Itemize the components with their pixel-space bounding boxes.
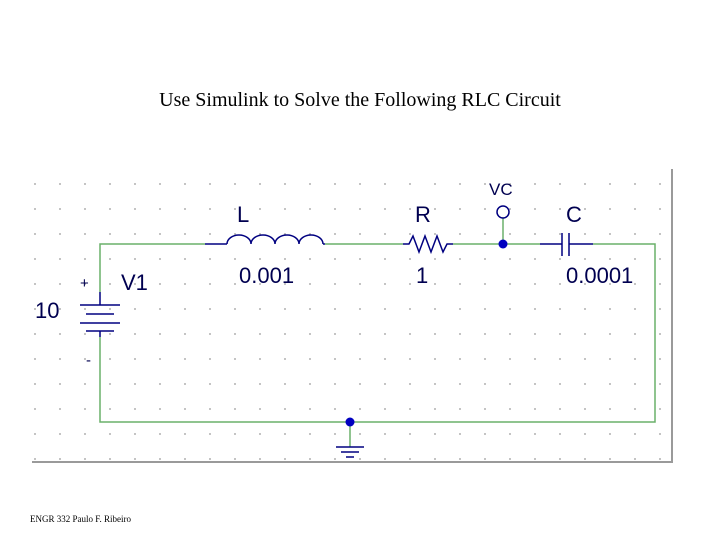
wire-right-bottom [350, 243, 656, 423]
voltage-source-symbol [80, 292, 120, 337]
inductor-value-label: 0.001 [239, 263, 294, 288]
node-vc [498, 239, 508, 249]
ground-symbol [336, 446, 364, 458]
wire-top-left [99, 243, 205, 292]
slide-title: Use Simulink to Solve the Following RLC … [159, 89, 561, 111]
resistor-symbol [403, 233, 453, 255]
capacitor-name-label: C [566, 202, 582, 227]
capacitor-symbol [540, 233, 593, 256]
schematic-canvas [32, 169, 673, 463]
wire-bottom-left [99, 337, 350, 423]
probe-marker [496, 205, 510, 219]
nodes [345, 239, 508, 427]
inductor-symbol [205, 234, 325, 245]
probe-label: VC [489, 180, 513, 199]
inductor-name-label: L [237, 202, 249, 227]
slide-footer: ENGR 332 Paulo F. Ribeiro [30, 514, 132, 524]
source-name-label: V1 [121, 270, 148, 295]
resistor-name-label: R [415, 202, 431, 227]
capacitor-value-label: 0.0001 [566, 263, 633, 288]
component-strokes [80, 205, 593, 458]
wires [99, 218, 656, 447]
node-ground [345, 417, 355, 427]
source-value-label: 10 [35, 298, 59, 323]
source-plus-label: + [80, 275, 89, 292]
source-minus-label: - [86, 352, 91, 369]
resistor-value-label: 1 [416, 263, 428, 288]
